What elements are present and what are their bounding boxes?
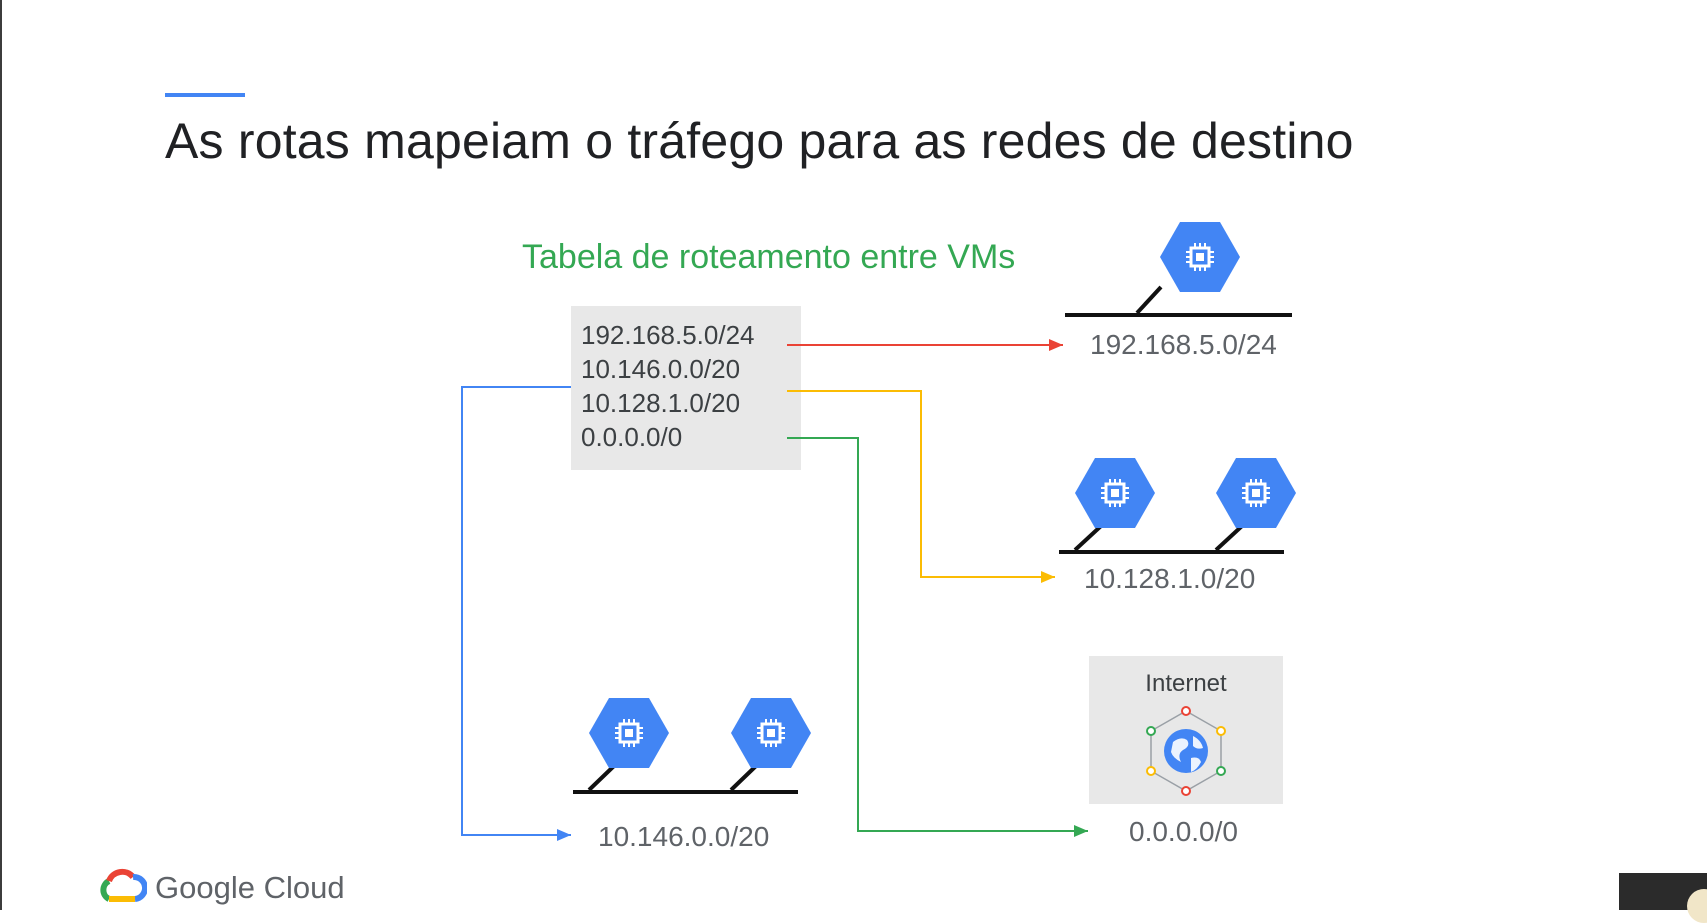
vm-icon — [587, 696, 671, 770]
brand-name: Google Cloud — [155, 870, 345, 905]
network-label-10-128: 10.128.1.0/20 — [1084, 563, 1256, 594]
network-10-146 — [573, 696, 813, 794]
vm-connector — [1135, 285, 1163, 315]
internet-destination: Internet — [1089, 656, 1283, 804]
route-row-10-128: 10.128.1.0/20 — [581, 388, 741, 418]
vm-icon — [1158, 220, 1242, 294]
routing-table: 192.168.5.0/24 10.146.0.0/20 10.128.1.0/… — [571, 306, 801, 470]
vm-connector — [1073, 524, 1103, 552]
vm-icon — [729, 696, 813, 770]
vm-connector — [1214, 524, 1244, 552]
route-row-default: 0.0.0.0/0 — [581, 422, 683, 452]
network-10-128 — [1059, 456, 1298, 554]
network-label-10-146: 10.146.0.0/20 — [598, 821, 770, 852]
route-arrow-10-146 — [461, 386, 571, 841]
globe-icon — [1146, 706, 1226, 796]
route-arrow-10-128 — [787, 390, 1055, 583]
route-row-10-146: 10.146.0.0/20 — [581, 354, 741, 384]
routing-table-title: Tabela de roteamento entre VMs — [522, 238, 1016, 276]
network-label-192: 192.168.5.0/24 — [1090, 329, 1277, 360]
slide-title: As rotas mapeiam o tráfego para as redes… — [165, 113, 1354, 169]
title-accent-bar — [165, 93, 245, 97]
vm-icon — [1214, 456, 1298, 530]
network-label-internet: 0.0.0.0/0 — [1129, 816, 1238, 847]
route-arrow-default — [787, 437, 1088, 837]
google-cloud-logo-icon — [100, 868, 147, 902]
corner-control[interactable] — [1619, 873, 1707, 923]
network-192 — [1065, 220, 1292, 317]
vm-connector — [729, 763, 759, 792]
vm-icon — [1073, 456, 1157, 530]
route-row-192: 192.168.5.0/24 — [581, 320, 755, 350]
window-edge — [0, 0, 2, 910]
route-arrows — [461, 339, 1088, 841]
internet-title: Internet — [1145, 670, 1227, 697]
vm-connector — [587, 763, 617, 792]
